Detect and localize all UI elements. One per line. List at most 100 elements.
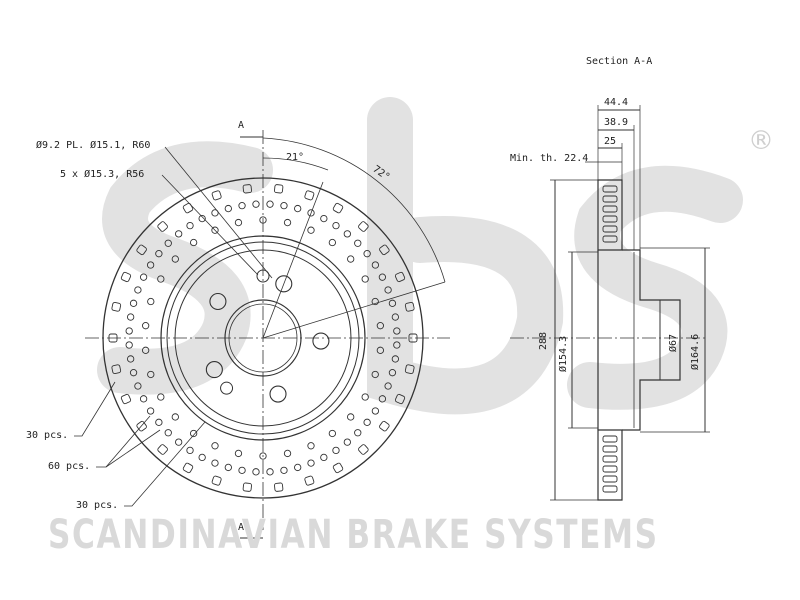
drilled-hole (141, 322, 150, 330)
hat-outer-edge (166, 241, 360, 435)
drilled-hole (234, 449, 243, 458)
drilled-hole (384, 286, 392, 294)
drilled-hole (361, 393, 369, 401)
drilled-hole (376, 346, 385, 354)
drilled-hole (242, 482, 252, 492)
drilled-hole (211, 209, 219, 217)
drilled-hole (304, 475, 315, 486)
drilled-hole (363, 250, 371, 258)
vent-slot (602, 485, 618, 493)
drilled-hole (388, 369, 397, 377)
dia-bore-label: Ø67 (668, 333, 679, 352)
drilled-hole (211, 459, 219, 467)
drilled-hole (189, 429, 198, 438)
vent-slot (602, 225, 618, 233)
drilled-hole (198, 453, 206, 462)
drilled-hole (186, 446, 194, 455)
dia-hat-outer-label: Ø164.6 (690, 333, 701, 370)
drilled-hole (394, 393, 406, 405)
hat-face (174, 249, 352, 427)
pin-hole (256, 269, 270, 283)
drilled-hole (120, 271, 132, 283)
drilled-hole (307, 226, 315, 234)
drilled-hole (363, 418, 371, 426)
drilled-hole (307, 459, 315, 467)
drilled-hole (242, 184, 252, 194)
drilled-hole (155, 250, 163, 258)
front-view (74, 130, 450, 539)
drilled-hole (164, 429, 172, 437)
disc-outer-edge (102, 177, 424, 499)
leader-pcs-middle-a (96, 415, 151, 468)
dim-total-width: 44.4 (604, 97, 629, 108)
drilled-hole (120, 393, 132, 405)
drilled-hole (238, 466, 246, 475)
vent-slot (602, 465, 618, 473)
vent-slot (602, 215, 618, 223)
drilled-hole (171, 255, 179, 263)
drilled-hole (136, 420, 147, 432)
drilled-hole (343, 438, 351, 446)
drilled-hole (393, 327, 401, 335)
drilled-holes (108, 184, 418, 492)
leader-callout-2 (161, 174, 259, 276)
angle-line-72 (262, 281, 446, 339)
drilled-hole (164, 239, 172, 247)
vent-slot (602, 205, 618, 213)
friction-ring-inner-edge (160, 235, 366, 441)
callout-holes-2: 5 x Ø15.3, R56 (60, 169, 145, 180)
drilled-hole (126, 313, 135, 321)
drilled-hole (378, 273, 387, 281)
registered-mark: ® (748, 126, 774, 156)
drilled-hole (134, 382, 142, 390)
angle-arc-72 (262, 137, 446, 283)
drilled-hole (332, 462, 344, 474)
drilled-hole (147, 370, 155, 379)
drilled-hole (371, 297, 379, 306)
callout-holes-1: Ø9.2 PL. Ø15.1, R60 (36, 140, 151, 151)
drilled-hole (182, 202, 194, 214)
bore-chamfer (228, 303, 298, 373)
angle-arc-21 (262, 157, 329, 171)
pcs-outer-label: 30 pcs. (26, 430, 69, 441)
drilled-hole (111, 301, 122, 312)
drilled-hole (379, 244, 390, 256)
drilled-hole (320, 453, 328, 462)
bolt-hole (269, 385, 287, 403)
drilled-hole (332, 202, 344, 214)
pin-holes (220, 269, 270, 395)
drilled-hole (108, 333, 118, 343)
drilled-hole (224, 463, 232, 472)
drilled-hole (186, 221, 194, 230)
drilled-hole (347, 255, 355, 263)
vent-slots (602, 185, 618, 493)
pcs-inner-label: 30 pcs. (76, 500, 119, 511)
drilled-hole (408, 333, 418, 343)
bolt-hole (205, 361, 223, 379)
drilled-hole (171, 413, 179, 421)
drilled-hole (139, 273, 148, 281)
vent-slot (602, 235, 618, 243)
bolt-hole (275, 275, 293, 293)
drilled-hole (224, 204, 232, 213)
vent-slot (602, 185, 618, 193)
drilled-hole (139, 395, 148, 403)
drilled-hole (404, 364, 415, 375)
drilled-hole (358, 444, 369, 455)
drilled-hole (379, 420, 390, 432)
drilled-hole (283, 449, 292, 458)
drilled-hole (354, 429, 362, 437)
drilled-hole (347, 413, 355, 421)
drilled-hole (394, 271, 406, 283)
drilled-hole (129, 299, 138, 307)
hat-profile (597, 249, 681, 431)
drilled-hole (157, 393, 165, 401)
leader-pcs-middle-b (105, 429, 161, 468)
leader-pcs-inner (124, 421, 206, 507)
bolt-holes (205, 275, 330, 403)
leader-callout-1 (164, 146, 273, 279)
drilled-hole (371, 261, 380, 269)
drilled-hole (146, 261, 155, 269)
